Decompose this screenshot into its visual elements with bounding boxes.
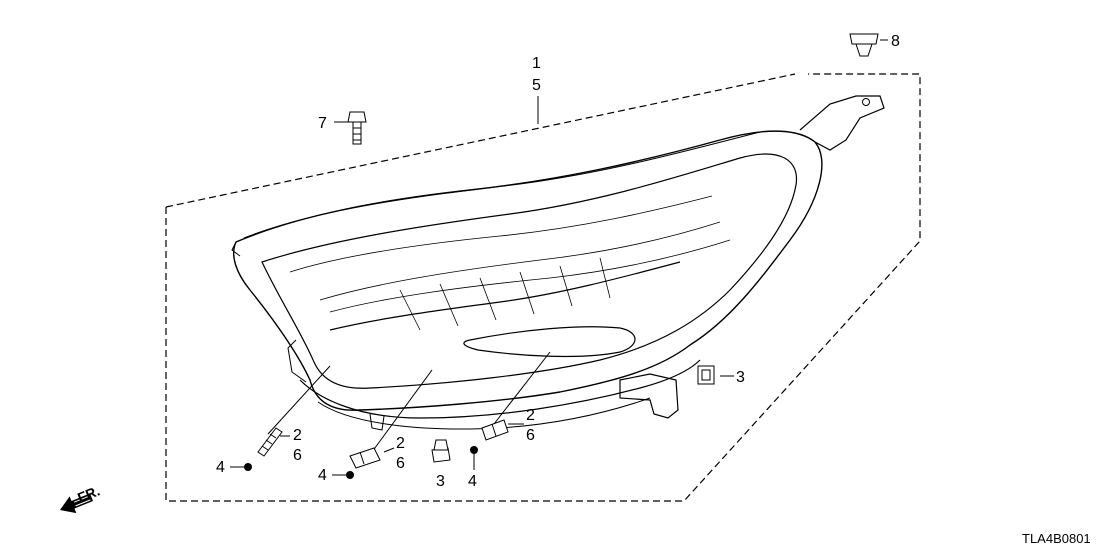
callout-numbers: 1 5 7 8 3 2 6 4 2 6 4 3 2 6 4: [216, 33, 900, 490]
callout-4-right: 4: [468, 473, 477, 490]
callout-3-right: 3: [736, 369, 745, 386]
clip-8: [849, 33, 879, 57]
callout-6-left: 6: [293, 447, 302, 464]
front-direction-indicator: FR.: [60, 482, 102, 514]
callout-1: 1: [532, 55, 541, 72]
callout-3-bottom: 3: [436, 473, 445, 490]
front-arrow-icon: [60, 493, 94, 514]
callout-5: 5: [532, 77, 541, 94]
adjuster-left: [257, 427, 283, 457]
callout-2-left: 2: [293, 427, 302, 444]
callout-4-mid: 4: [318, 467, 327, 484]
callout-2-mid: 2: [396, 435, 405, 452]
callout-7: 7: [318, 115, 327, 132]
clip-right: [481, 419, 509, 441]
clip-nut-3-bottom: [431, 439, 451, 463]
bolt-7: [347, 111, 367, 145]
callout-4-left: 4: [216, 459, 225, 476]
assembly-boundary: [165, 73, 921, 502]
headlight-housing: [231, 95, 885, 431]
callout-2-right: 2: [526, 407, 535, 424]
callout-8: 8: [891, 33, 900, 50]
front-label: FR.: [75, 482, 102, 505]
callout-6-mid: 6: [396, 455, 405, 472]
leader-lines: [230, 39, 888, 476]
diagram-code: TLA4B0801: [1022, 531, 1091, 546]
clip-mid: [349, 447, 381, 469]
clip-nut-3-right: [697, 365, 715, 385]
screws-4: [244, 446, 478, 479]
callout-6-right: 6: [526, 427, 535, 444]
